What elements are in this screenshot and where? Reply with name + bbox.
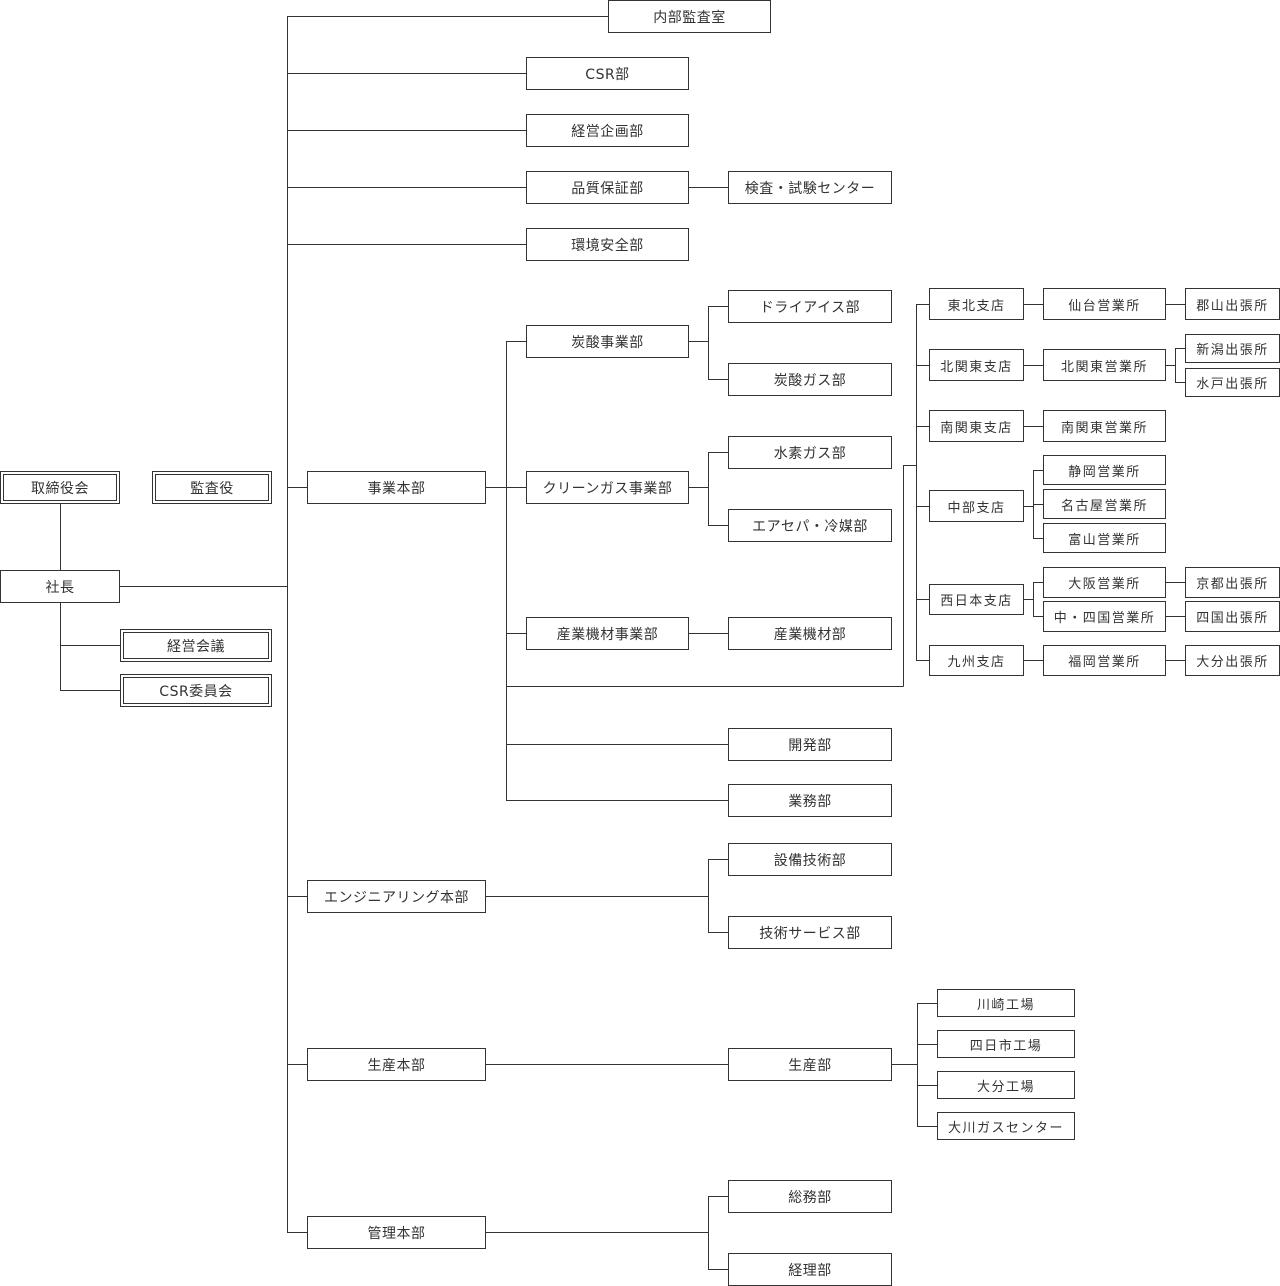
node-office-kitakanto: 北関東営業所	[1043, 349, 1166, 381]
node-sub-mito: 水戸出張所	[1185, 368, 1280, 397]
node-president: 社長	[0, 570, 120, 603]
node-facility-engineering: 設備技術部	[728, 843, 892, 876]
node-sub-kyoto: 京都出張所	[1185, 567, 1280, 598]
node-plant-okawa-gas-center: 大川ガスセンター	[937, 1112, 1075, 1140]
node-branch-kitakanto: 北関東支店	[929, 349, 1024, 381]
node-engineering-hq: エンジニアリング本部	[307, 880, 486, 913]
node-board: 取締役会	[0, 471, 120, 504]
node-accounting: 経理部	[728, 1253, 892, 1286]
node-branch-chubu: 中部支店	[929, 490, 1024, 522]
node-quality-assurance: 品質保証部	[526, 171, 689, 204]
node-branch-tohoku: 東北支店	[929, 288, 1024, 320]
node-office-sendai: 仙台営業所	[1043, 288, 1166, 320]
node-production-hq: 生産本部	[307, 1048, 486, 1081]
node-sub-shikoku: 四国出張所	[1185, 601, 1280, 632]
node-carbonic-gas: 炭酸ガス部	[728, 363, 892, 396]
node-business-hq: 事業本部	[307, 471, 486, 504]
node-clean-gas-division: クリーンガス事業部	[526, 471, 689, 504]
node-air-separation: エアセパ・冷媒部	[728, 509, 892, 542]
node-plant-oita: 大分工場	[937, 1071, 1075, 1099]
node-auditor: 監査役	[152, 471, 272, 504]
node-sub-niigata: 新潟出張所	[1185, 334, 1280, 363]
node-office-chushikoku: 中・四国営業所	[1043, 601, 1166, 632]
node-office-osaka: 大阪営業所	[1043, 567, 1166, 598]
node-corporate-planning: 経営企画部	[526, 114, 689, 147]
node-carbonic-division: 炭酸事業部	[526, 325, 689, 358]
node-branch-nishinihon: 西日本支店	[929, 584, 1024, 615]
node-plant-kawasaki: 川崎工場	[937, 989, 1075, 1017]
node-operations: 業務部	[728, 784, 892, 817]
node-inspection-center: 検査・試験センター	[728, 171, 892, 204]
node-industrial-materials: 産業機材部	[728, 617, 892, 650]
node-office-nagoya: 名古屋営業所	[1043, 489, 1166, 519]
node-admin-hq: 管理本部	[307, 1216, 486, 1249]
node-csr-committee: CSR委員会	[120, 674, 272, 707]
node-general-affairs: 総務部	[728, 1180, 892, 1213]
node-technical-service: 技術サービス部	[728, 916, 892, 949]
node-hydrogen-gas: 水素ガス部	[728, 436, 892, 469]
node-office-shizuoka: 静岡営業所	[1043, 455, 1166, 485]
node-plant-yokkaichi: 四日市工場	[937, 1030, 1075, 1058]
node-branch-minamikanto: 南関東支店	[929, 410, 1024, 442]
node-management-meeting: 経営会議	[120, 629, 272, 662]
node-dry-ice: ドライアイス部	[728, 290, 892, 323]
node-branch-kyushu: 九州支店	[929, 645, 1024, 676]
node-office-toyama: 富山営業所	[1043, 523, 1166, 553]
node-internal-audit: 内部監査室	[608, 0, 771, 33]
node-sub-koriyama: 郡山出張所	[1185, 288, 1280, 320]
node-development: 開発部	[728, 728, 892, 761]
node-environment-safety: 環境安全部	[526, 228, 689, 261]
node-sub-oita: 大分出張所	[1185, 645, 1280, 676]
node-office-fukuoka: 福岡営業所	[1043, 645, 1166, 676]
node-csr-dept: CSR部	[526, 57, 689, 90]
node-production-dept: 生産部	[728, 1048, 892, 1081]
node-industrial-division: 産業機材事業部	[526, 617, 689, 650]
node-office-minamikanto: 南関東営業所	[1043, 410, 1166, 442]
